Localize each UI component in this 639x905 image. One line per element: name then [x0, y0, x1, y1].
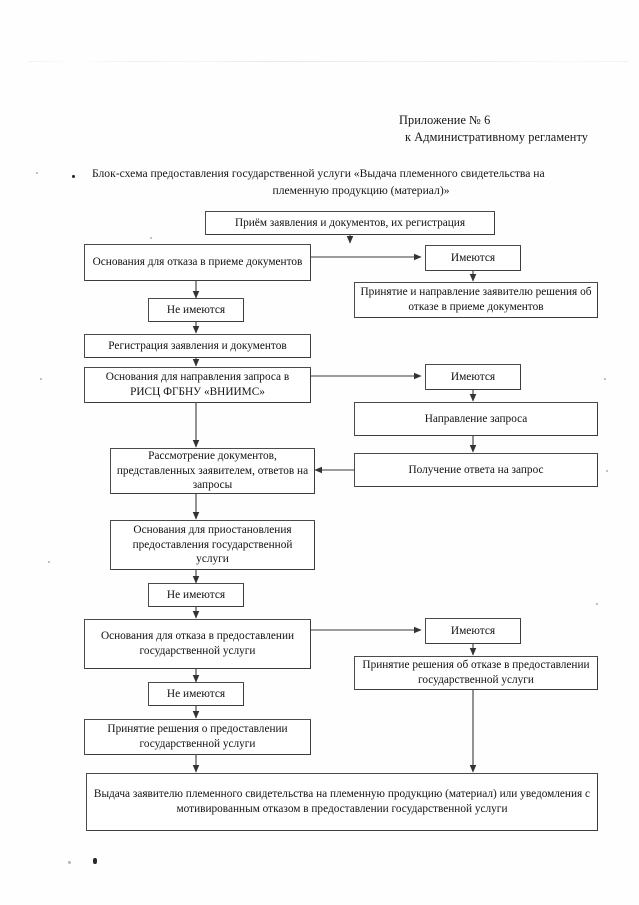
- node-refusal-decision-label: Принятие и направление заявителю решения…: [360, 286, 592, 313]
- page-title-line-1: Блок-схема предоставления государственно…: [92, 167, 545, 180]
- node-suspension-no[interactable]: Не имеются: [148, 583, 244, 607]
- node-refusal-decision[interactable]: Принятие и направление заявителю решения…: [354, 282, 598, 318]
- document-header: Приложение № 6 к Административному регла…: [399, 112, 588, 146]
- node-refusal-grounds[interactable]: Основания для отказа в приеме документов: [84, 244, 311, 281]
- node-suspension-grounds-label: Основания для приостановления предоставл…: [132, 524, 293, 566]
- node-request-yes[interactable]: Имеются: [425, 364, 521, 390]
- node-service-refusal-decision[interactable]: Принятие решения об отказе в предоставле…: [354, 656, 598, 690]
- node-review-documents[interactable]: Рассмотрение документов, представленных …: [110, 448, 315, 494]
- node-final-issue[interactable]: Выдача заявителю племенного свидетельств…: [86, 773, 598, 831]
- page-title: Блок-схема предоставления государственно…: [86, 166, 606, 199]
- node-final-issue-label: Выдача заявителю племенного свидетельств…: [93, 788, 591, 815]
- node-registration[interactable]: Регистрация заявления и документов: [84, 334, 311, 358]
- node-refusal-grounds-label: Основания для отказа в приеме документов: [92, 256, 303, 269]
- node-service-refusal-grounds[interactable]: Основания для отказа в предоставлении го…: [84, 619, 311, 669]
- node-service-refusal-grounds-label: Основания для отказа в предоставлении го…: [100, 630, 295, 657]
- node-suspension-no-label: Не имеются: [166, 588, 226, 601]
- node-receive-answer[interactable]: Получение ответа на запрос: [354, 453, 598, 487]
- node-suspension-grounds[interactable]: Основания для приостановления предоставл…: [110, 520, 315, 570]
- node-registration-label: Регистрация заявления и документов: [108, 339, 287, 352]
- node-review-documents-label: Рассмотрение документов, представленных …: [116, 450, 309, 492]
- node-send-request-label: Направление запроса: [424, 412, 528, 425]
- page-title-line-2: племенную продукцию (материал)»: [272, 183, 450, 197]
- node-service-refusal-yes[interactable]: Имеются: [425, 618, 521, 644]
- node-refusal-no[interactable]: Не имеются: [148, 298, 244, 322]
- regulation-reference: к Административному регламенту: [405, 130, 589, 144]
- node-service-refusal-yes-label: Имеются: [450, 624, 496, 637]
- node-service-refusal-decision-label: Принятие решения об отказе в предоставле…: [362, 659, 590, 686]
- node-service-refusal-no-label: Не имеются: [166, 687, 226, 700]
- node-refusal-yes[interactable]: Имеются: [425, 245, 521, 271]
- node-grant-decision[interactable]: Принятие решения о предоставлении госуда…: [84, 719, 311, 755]
- node-grant-decision-label: Принятие решения о предоставлении госуда…: [107, 723, 288, 750]
- node-intake-label: Приём заявления и документов, их регистр…: [234, 216, 466, 229]
- node-request-grounds[interactable]: Основания для направления запроса в РИСЦ…: [84, 367, 311, 403]
- node-intake[interactable]: Приём заявления и документов, их регистр…: [205, 211, 495, 235]
- appendix-number: Приложение № 6: [399, 113, 491, 127]
- node-refusal-yes-label: Имеются: [450, 251, 496, 264]
- node-send-request[interactable]: Направление запроса: [354, 402, 598, 436]
- node-refusal-no-label: Не имеются: [166, 303, 226, 316]
- node-receive-answer-label: Получение ответа на запрос: [408, 463, 544, 476]
- node-request-grounds-label: Основания для направления запроса в РИСЦ…: [105, 371, 290, 398]
- node-request-yes-label: Имеются: [450, 370, 496, 383]
- node-service-refusal-no[interactable]: Не имеются: [148, 682, 244, 706]
